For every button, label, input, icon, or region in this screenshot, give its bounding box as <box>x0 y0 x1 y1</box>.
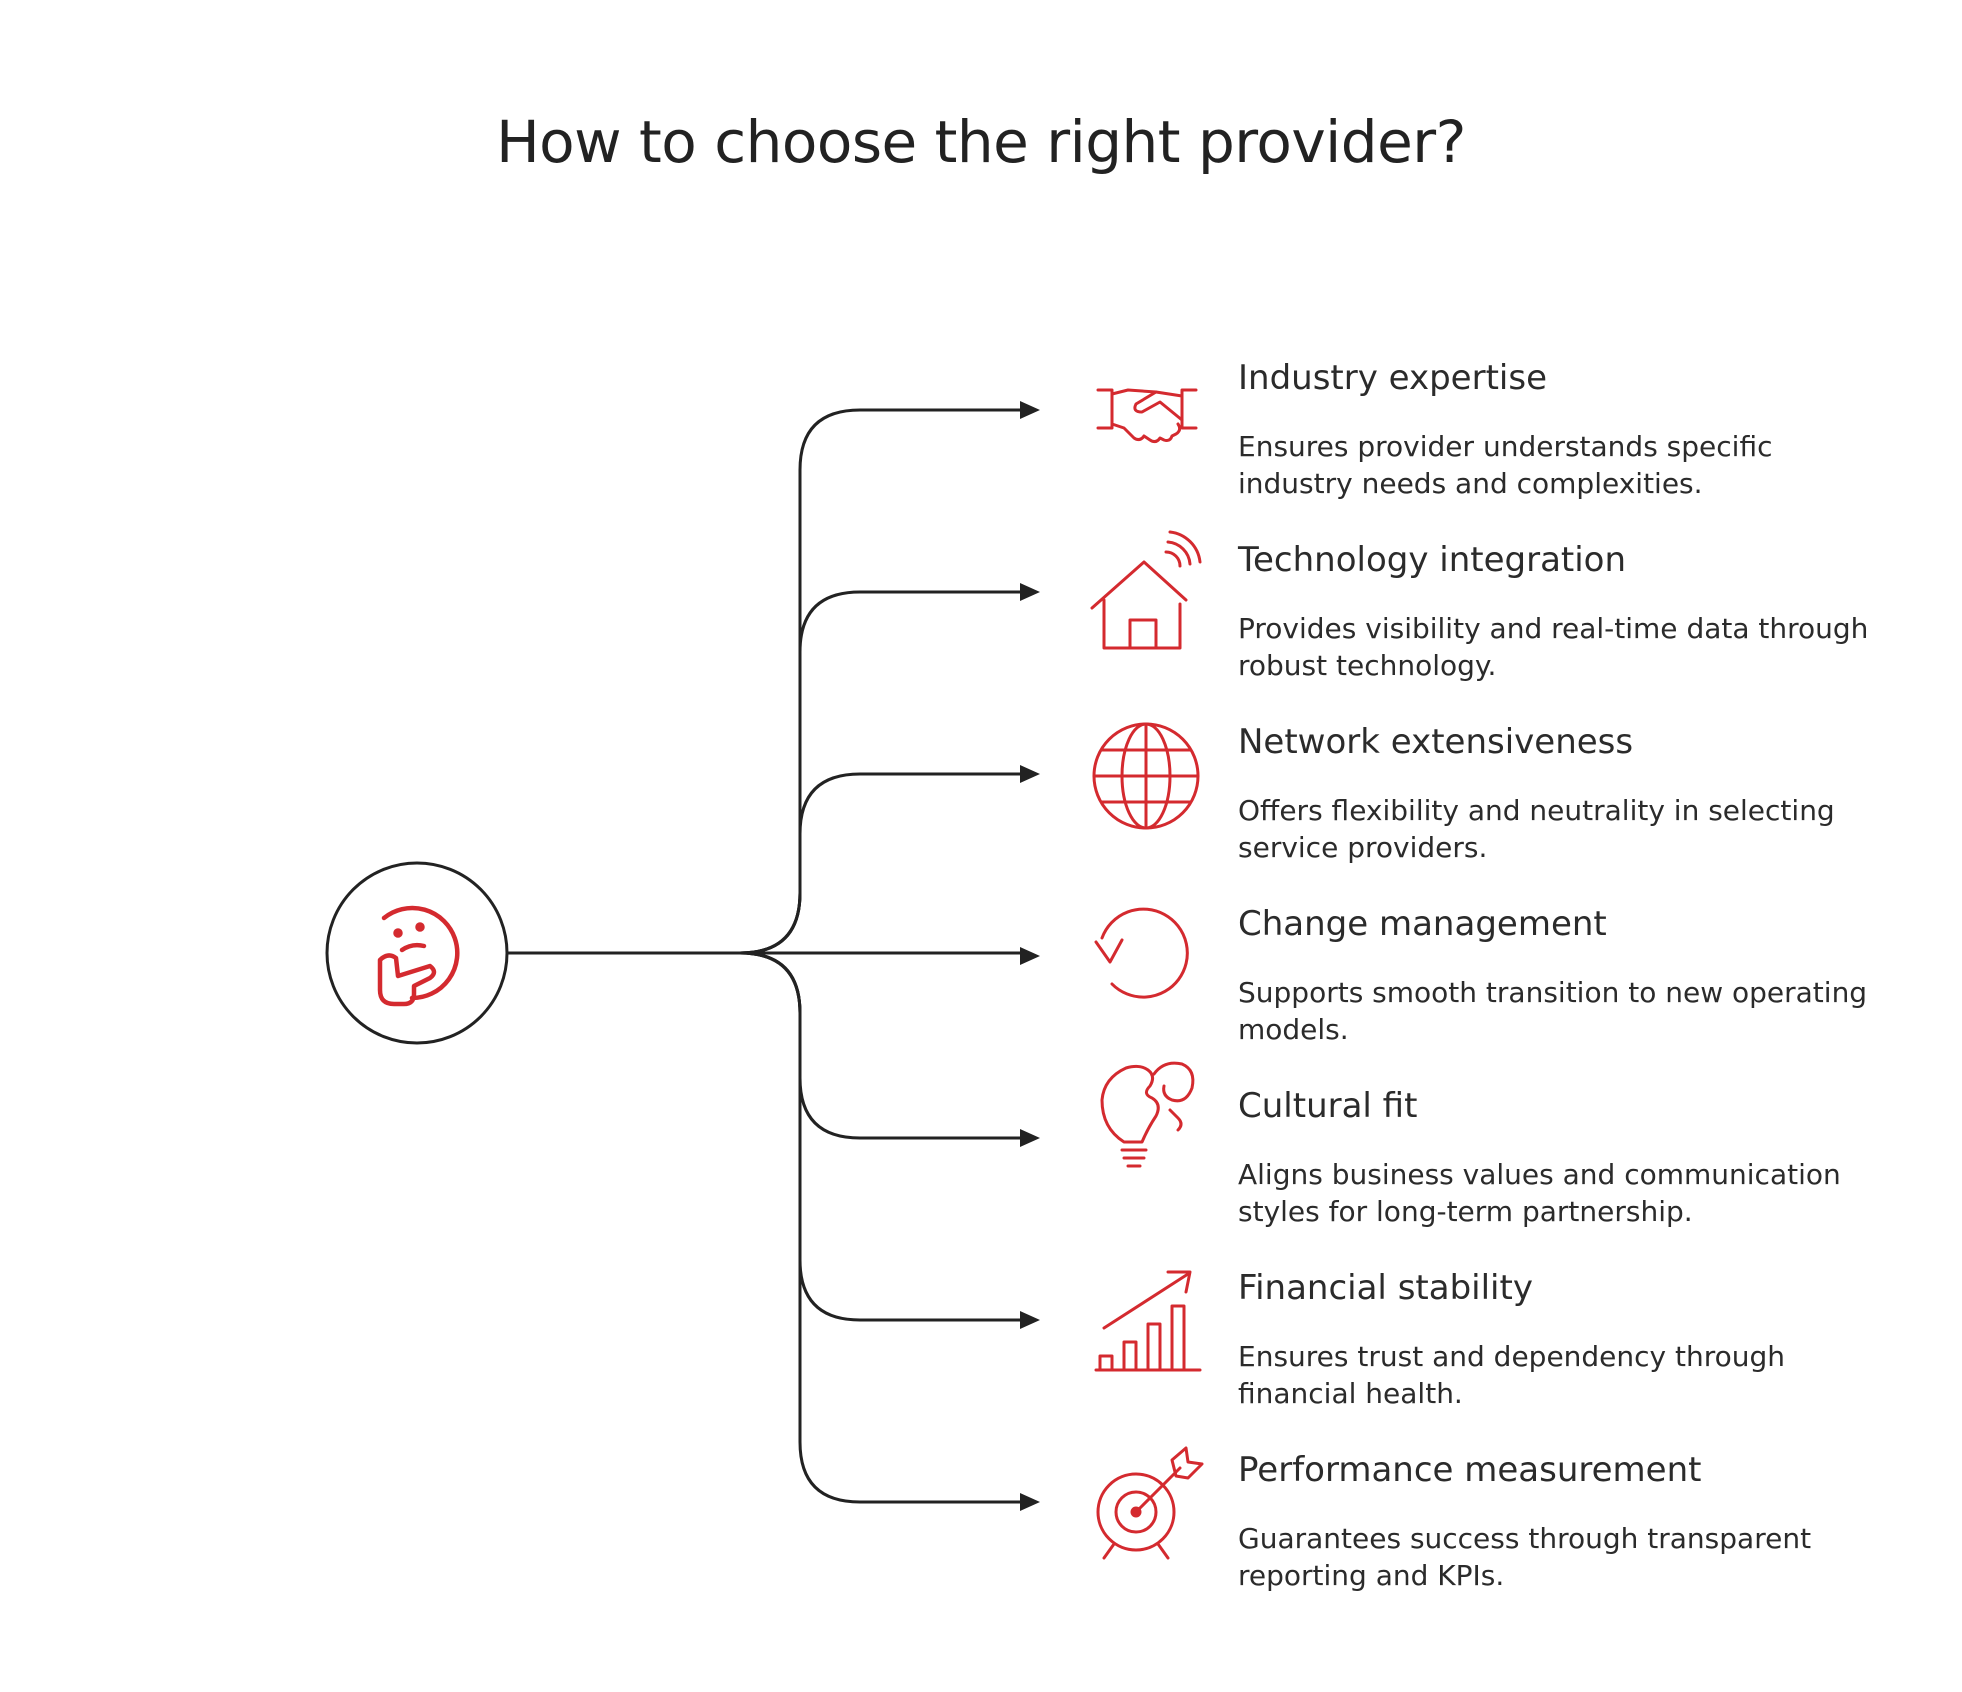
item-title: Performance measurement <box>1238 1450 1702 1490</box>
item-description: Offers flexibility and neutrality in sel… <box>1238 794 1835 864</box>
arrowhead <box>1020 947 1040 965</box>
item-title: Industry expertise <box>1238 358 1547 398</box>
handshake-icon <box>1096 388 1198 444</box>
item-description: Supports smooth transition to new operat… <box>1238 976 1868 1046</box>
thinking-face-icon <box>377 905 460 1007</box>
connector-line <box>739 772 1022 955</box>
item-title: Change management <box>1238 904 1607 944</box>
arrowhead <box>1020 401 1040 419</box>
connector-line <box>739 951 1022 1504</box>
item-description: Aligns business values and communication… <box>1238 1158 1841 1228</box>
smart-home-icon <box>1090 530 1202 650</box>
growth-chart-icon <box>1094 1270 1202 1372</box>
connector-line <box>739 951 1022 1140</box>
item-title: Cultural fit <box>1238 1086 1418 1126</box>
arrowhead <box>1020 1493 1040 1511</box>
center-node <box>325 861 509 1045</box>
connector-line <box>739 408 1022 955</box>
arrowhead <box>1020 583 1040 601</box>
item-description: Provides visibility and real-time data t… <box>1238 612 1869 682</box>
puzzle-bulb-icon <box>1100 1061 1195 1168</box>
item-description: Ensures provider understands specific in… <box>1238 430 1773 500</box>
connector-lines <box>507 401 1040 1511</box>
arrowhead <box>1020 1129 1040 1147</box>
refresh-icon <box>1094 907 1189 999</box>
item-title: Network extensiveness <box>1238 722 1634 762</box>
arrowhead <box>1020 765 1040 783</box>
item-title: Technology integration <box>1238 540 1627 580</box>
target-icon <box>1096 1446 1204 1560</box>
arrowhead <box>1020 1311 1040 1329</box>
item-description: Ensures trust and dependency through fin… <box>1238 1340 1786 1410</box>
item-title: Financial stability <box>1238 1268 1533 1308</box>
globe-icon <box>1092 722 1200 830</box>
page-title: How to choose the right provider? <box>496 108 1466 176</box>
item-description: Guarantees success through transparent r… <box>1238 1522 1812 1592</box>
